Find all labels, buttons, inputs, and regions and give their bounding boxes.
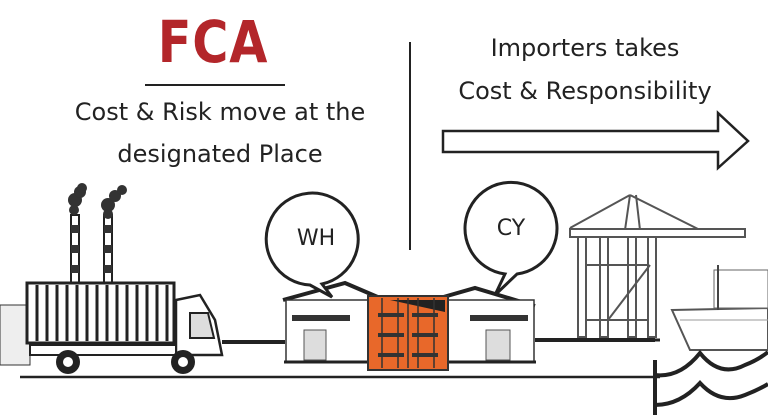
warehouse-icon xyxy=(282,280,381,364)
port-crane-icon xyxy=(569,194,746,342)
importer-text-line1: Importers takes xyxy=(490,34,680,62)
cy-speech-bubble xyxy=(463,180,559,297)
seller-risk-text-line1: Cost & Risk move at the xyxy=(74,98,366,126)
cy-label: CY xyxy=(496,216,526,241)
seller-risk-text-line2: designated Place xyxy=(117,140,323,168)
page-title: FCA xyxy=(157,8,269,76)
water-waves-icon xyxy=(653,349,768,415)
shipping-container-icon xyxy=(367,295,449,371)
wh-speech-bubble xyxy=(264,191,360,299)
right-arrow-icon xyxy=(441,110,750,171)
wh-label: WH xyxy=(296,226,336,251)
warehouse-icon xyxy=(439,285,536,364)
factory-icon xyxy=(0,183,127,366)
ship-icon xyxy=(670,265,768,351)
importer-text-line2: Cost & Responsibility xyxy=(458,77,712,105)
truck-icon xyxy=(25,281,224,374)
